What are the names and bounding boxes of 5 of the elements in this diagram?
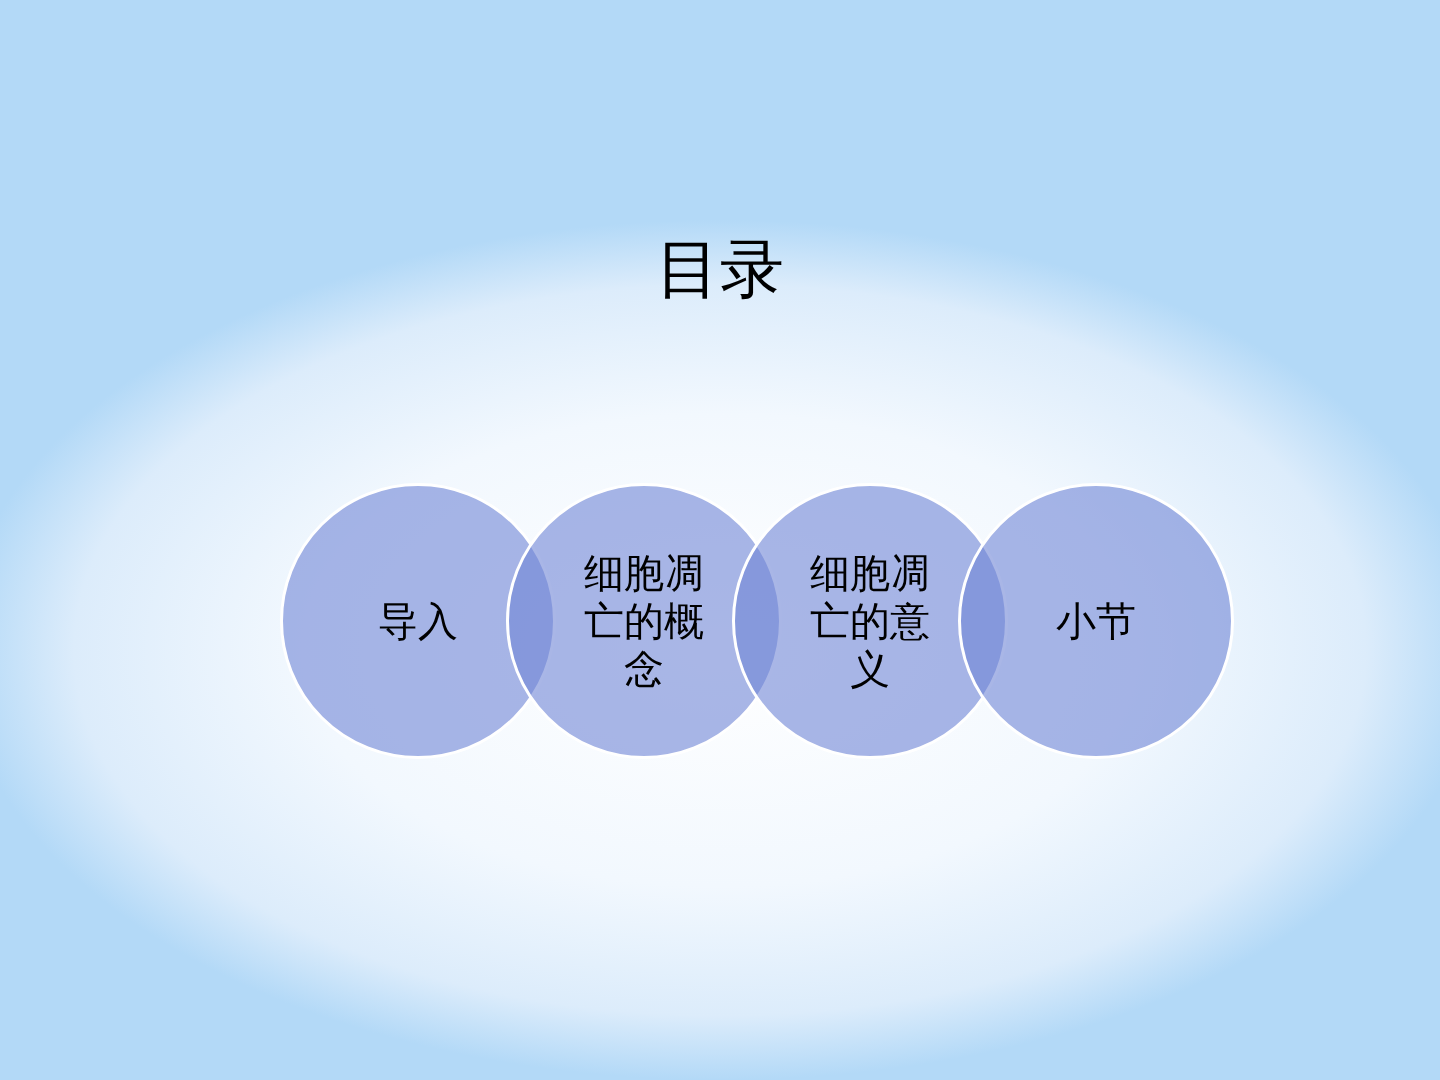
topic-label: 细胞凋亡的概念 (583, 549, 705, 693)
topic-label: 小节 (1056, 597, 1136, 645)
topic-label: 导入 (378, 597, 458, 645)
page-title: 目录 (656, 234, 784, 305)
topic-label: 细胞凋亡的意义 (809, 549, 931, 693)
